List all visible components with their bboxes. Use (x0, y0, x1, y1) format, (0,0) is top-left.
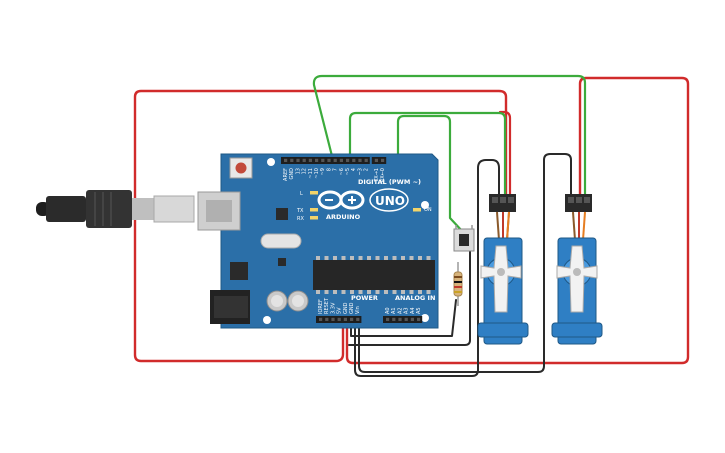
digital-pin-1[interactable] (290, 158, 294, 162)
power-pin-5[interactable] (350, 317, 354, 321)
digital-pin-13[interactable] (364, 158, 368, 162)
analog-pin-2[interactable] (398, 317, 402, 321)
digital-pin-12[interactable] (358, 158, 362, 162)
digital-label-4: ~11 (308, 168, 314, 179)
crystal-oscillator (260, 233, 302, 249)
led-rx-label: RX (297, 216, 304, 222)
servo-motor-2[interactable] (551, 194, 603, 345)
serial-pin-0[interactable] (374, 158, 378, 162)
push-button[interactable] (453, 225, 475, 252)
power-pin-0[interactable] (319, 317, 323, 321)
digital-pin-4[interactable] (308, 158, 312, 162)
analog-pin-4[interactable] (410, 317, 414, 321)
led-l-label: L (300, 191, 303, 197)
analog-label-4: A4 (410, 307, 416, 314)
digital-pin-7[interactable] (327, 158, 331, 162)
analog-label-2: A2 (397, 307, 403, 314)
serial-pin-1[interactable] (381, 158, 385, 162)
board-model: UNO (375, 194, 405, 208)
uno-badge (369, 188, 409, 212)
on-label: ON (424, 207, 432, 213)
analog-label-1: A1 (391, 307, 397, 314)
power-pin-2[interactable] (331, 317, 335, 321)
digital-pin-0[interactable] (284, 158, 288, 162)
digital-label-11: 4 (351, 168, 357, 171)
digital-label-1: GND (289, 168, 295, 180)
wire-green-pin9-servo1[interactable] (348, 111, 507, 212)
digital-label-2: 13 (295, 168, 301, 174)
digital-label-6: ~9 (320, 168, 326, 175)
power-label-4: GND (343, 302, 349, 314)
digital-pin-6[interactable] (321, 158, 325, 162)
led-l (310, 191, 318, 195)
digital-pin-11[interactable] (352, 158, 356, 162)
resistor (453, 262, 463, 306)
analog-pin-1[interactable] (392, 317, 396, 321)
digital-label-13: 2 (364, 168, 370, 171)
led-tx (310, 208, 318, 212)
digital-label-5: ~10 (314, 168, 320, 179)
led-tx-label: TX (296, 208, 304, 214)
arduino-infinity-logo (317, 190, 365, 210)
analog-label-0: A0 (385, 307, 391, 314)
servo-motor-1[interactable] (477, 194, 529, 345)
wire-black-gnd-servo1[interactable] (354, 159, 500, 377)
power-label-5: GND (349, 302, 355, 314)
wire-red-servo1[interactable] (498, 110, 512, 212)
analog-label-5: A5 (416, 307, 422, 314)
digital-pin-8[interactable] (333, 158, 337, 162)
wire-green-pin4-button[interactable] (396, 114, 465, 234)
wires-back (133, 74, 690, 377)
power-pin-3[interactable] (337, 317, 341, 321)
usb-chip (276, 208, 288, 220)
digital-label-10: ~5 (345, 168, 351, 175)
digital-label-7: 8 (326, 168, 332, 171)
wire-black-gnd-servo2[interactable] (358, 153, 572, 373)
power-label-6: Vin (355, 306, 361, 314)
power-pin-4[interactable] (343, 317, 347, 321)
voltage-regulator (230, 262, 248, 280)
analog-label-3: A3 (404, 307, 410, 314)
analog-label: ANALOG IN (395, 294, 435, 302)
serial-label-0: TX→1 (374, 168, 380, 183)
atmega-chip (313, 260, 435, 290)
digital-label-8: 7 (333, 168, 339, 171)
digital-label-0: AREF (283, 168, 289, 181)
digital-label: DIGITAL (PWM ~) (358, 178, 421, 186)
analog-pin-5[interactable] (417, 317, 421, 321)
digital-pin-10[interactable] (346, 158, 350, 162)
wire-green-pin12-servo2[interactable] (312, 74, 587, 212)
digital-label-9: ~6 (339, 168, 345, 175)
serial-label-1: RX←0 (380, 168, 386, 182)
digital-label-12: ~3 (357, 168, 363, 175)
analog-pin-3[interactable] (404, 317, 408, 321)
board-brand: ARDUINO (326, 213, 361, 221)
led-on (413, 208, 421, 212)
digital-pin-5[interactable] (315, 158, 319, 162)
power-pin-6[interactable] (356, 317, 360, 321)
digital-label-3: 12 (302, 168, 308, 174)
power-label-2: 3.3V (330, 302, 336, 314)
digital-pin-2[interactable] (296, 158, 300, 162)
wire-red-5v-left-loop[interactable] (133, 89, 508, 363)
power-label-1: RESET (324, 297, 330, 314)
digital-pin-3[interactable] (302, 158, 306, 162)
power-label-0: IOREF (318, 299, 324, 314)
power-label-3: 5V (337, 307, 343, 314)
power-label: POWER (351, 294, 378, 302)
power-pin-1[interactable] (325, 317, 329, 321)
wire-red-resistor-5v[interactable] (348, 249, 471, 346)
usb-cable-icon (36, 190, 195, 228)
arduino-uno-board[interactable]: ARDUINO UNO DIGITAL (PWM ~) POWER ANALOG… (197, 153, 439, 329)
digital-pin-9[interactable] (339, 158, 343, 162)
analog-pin-0[interactable] (386, 317, 390, 321)
led-rx (310, 216, 318, 220)
small-chip (278, 258, 286, 266)
